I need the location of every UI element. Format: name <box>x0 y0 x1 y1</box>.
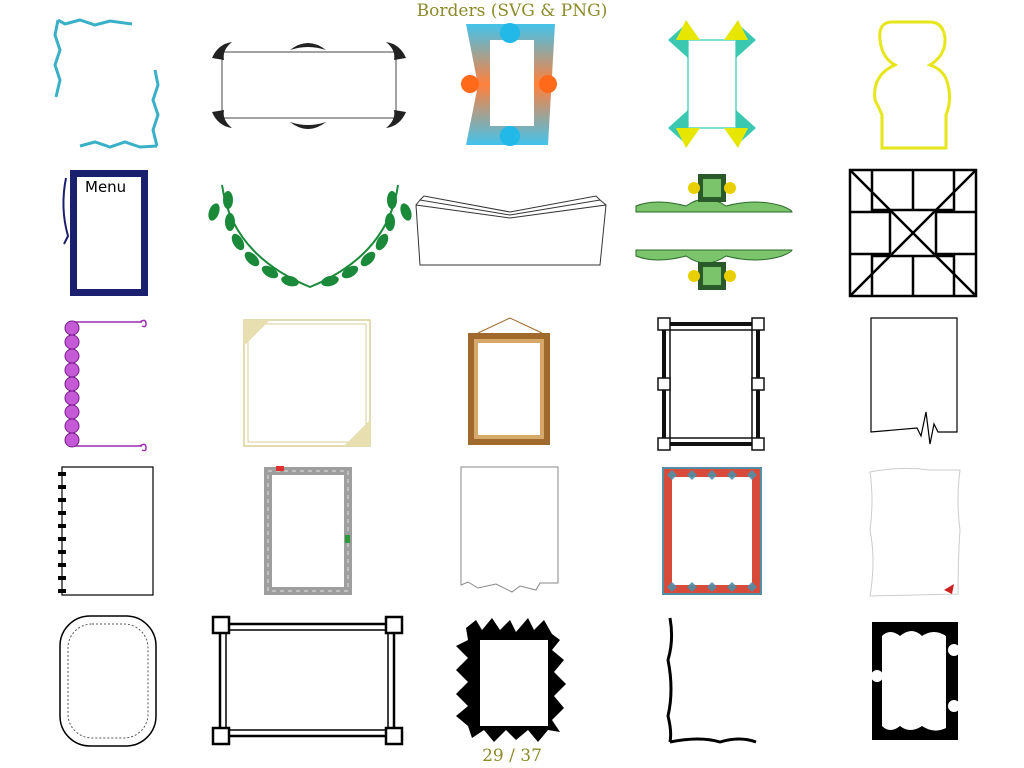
brush-stroke-corner-border-thumbnail[interactable] <box>666 617 757 744</box>
spiky-black-frame-thumbnail[interactable] <box>456 618 566 742</box>
teal-zigzag-corner-border-thumbnail[interactable] <box>53 18 160 149</box>
spiral-notebook-page-thumbnail[interactable] <box>58 466 154 596</box>
purple-swirl-border-thumbnail[interactable] <box>64 319 147 452</box>
ornamental-flourish-rectangle-border-thumbnail[interactable] <box>212 42 406 129</box>
double-line-corner-box-frame-thumbnail[interactable] <box>211 615 404 746</box>
page-title: Borders (SVG & PNG) <box>416 1 608 21</box>
hanging-wooden-frame-thumbnail[interactable] <box>468 317 550 445</box>
diamond-pattern-frame-thumbnail[interactable] <box>662 467 762 595</box>
triangle-corner-border-thumbnail[interactable] <box>668 20 756 148</box>
beige-dotted-corner-border-thumbnail[interactable] <box>243 319 371 447</box>
black-blob-frame-thumbnail[interactable] <box>871 622 960 740</box>
navy-menu-border-thumbnail[interactable]: Menu <box>62 170 148 296</box>
gradient-rays-border-thumbnail[interactable] <box>461 23 557 146</box>
laurel-wreath-thumbnail[interactable] <box>206 184 414 289</box>
geometric-cubes-star-thumbnail[interactable] <box>848 168 978 298</box>
road-track-frame-thumbnail[interactable] <box>264 466 352 595</box>
heartbeat-page-border-thumbnail[interactable] <box>870 317 958 445</box>
open-book-outline-thumbnail[interactable] <box>415 195 607 266</box>
menu-label: Menu <box>85 178 126 196</box>
torn-paper-page-thumbnail[interactable] <box>460 466 559 593</box>
green-floral-header-footer-thumbnail[interactable] <box>635 174 793 290</box>
rounded-lace-frame-thumbnail[interactable] <box>59 615 157 747</box>
page-counter: 29 / 37 <box>482 746 542 766</box>
yellow-scalloped-shape-border-thumbnail[interactable] <box>873 20 952 150</box>
black-bracket-frame-thumbnail[interactable] <box>657 317 765 451</box>
wavy-paper-page-thumbnail[interactable] <box>869 467 961 597</box>
